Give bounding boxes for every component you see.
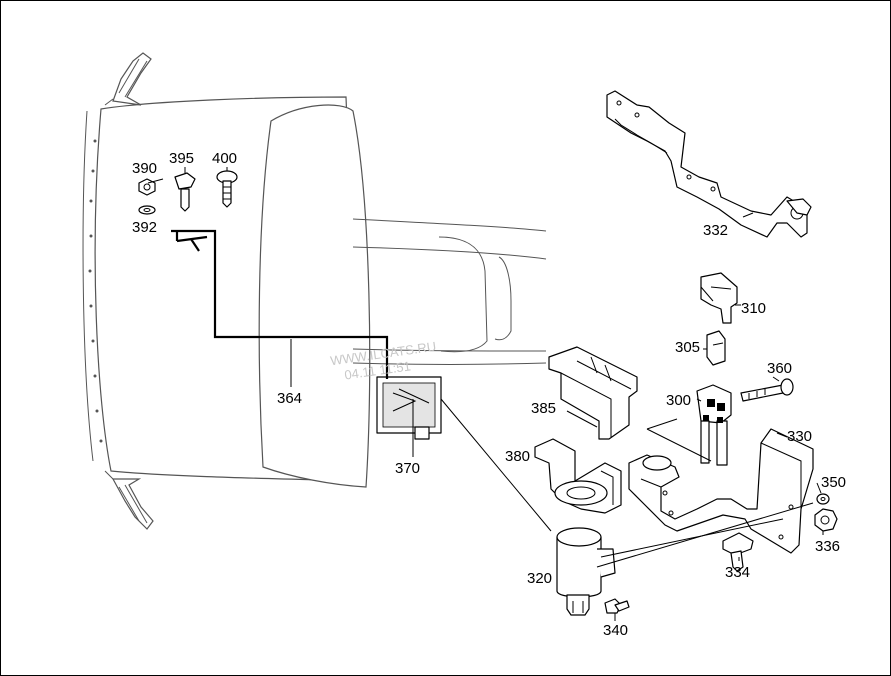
callout-334[interactable]: 334 [725,564,750,581]
screw-334[interactable] [722,532,754,572]
fuse-305[interactable] [706,330,726,366]
callout-305[interactable]: 305 [675,339,700,356]
callout-370[interactable]: 370 [395,460,420,477]
cab-body [82,52,547,530]
nut-390[interactable] [138,178,156,196]
callout-400[interactable]: 400 [212,150,237,167]
callout-380[interactable]: 380 [505,448,530,465]
callout-385[interactable]: 385 [531,400,556,417]
callout-392[interactable]: 392 [132,219,157,236]
washer-350[interactable] [816,493,830,505]
bracket-332[interactable] [606,90,812,238]
callout-332[interactable]: 332 [703,222,728,239]
callout-330[interactable]: 330 [787,428,812,445]
bolt-395[interactable] [174,172,196,212]
callout-300[interactable]: 300 [666,392,691,409]
callout-340[interactable]: 340 [603,622,628,639]
callout-364[interactable]: 364 [277,390,302,407]
washer-392[interactable] [138,205,156,215]
holder-380[interactable] [534,438,622,514]
cover-310[interactable] [700,272,738,324]
component-320[interactable] [556,527,616,616]
nut-336[interactable] [814,508,838,532]
callout-395[interactable]: 395 [169,150,194,167]
holder-385[interactable] [548,346,638,440]
callout-310[interactable]: 310 [741,300,766,317]
screw-340[interactable] [604,598,630,614]
callout-390[interactable]: 390 [132,160,157,177]
wiring-harness-364[interactable] [171,229,389,379]
relay-box-370[interactable] [376,376,442,440]
callout-350[interactable]: 350 [821,474,846,491]
leader-lines [147,167,824,621]
bolt-360[interactable] [740,378,794,402]
callout-320[interactable]: 320 [527,570,552,587]
callout-360[interactable]: 360 [767,360,792,377]
callout-336[interactable]: 336 [815,538,840,555]
callout-labels: 390 395 400 392 364 370 332 310 305 360 … [132,150,846,639]
relay-holder-300[interactable] [696,384,732,466]
